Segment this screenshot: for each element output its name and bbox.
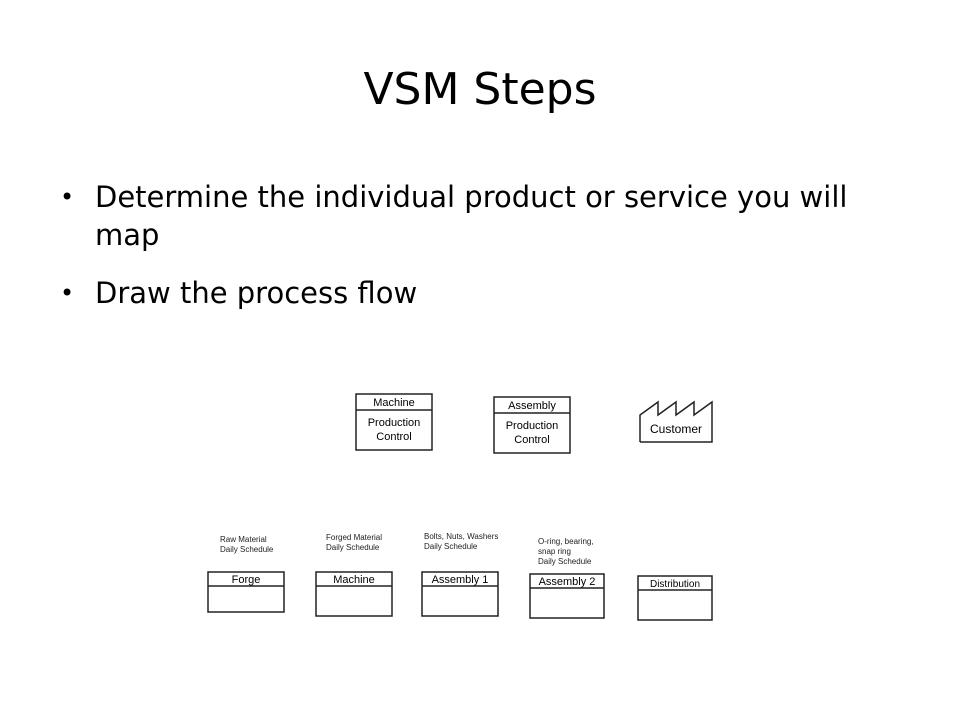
process-name: Machine — [333, 574, 375, 586]
process-note-line: Daily Schedule — [424, 542, 478, 551]
bullet-icon: • — [60, 183, 75, 211]
control-box-body-line: Production — [368, 417, 421, 429]
process-name: Assembly 2 — [539, 576, 596, 588]
bullet-icon: • — [60, 279, 75, 307]
bullet-item: • Determine the individual product or se… — [60, 178, 880, 254]
control-box-header: Machine — [373, 397, 415, 409]
process-flow-diagram: Machine Production Control Assembly Prod… — [158, 370, 768, 650]
diagram-svg: Machine Production Control Assembly Prod… — [207, 393, 713, 621]
bullet-text: Determine the individual product or serv… — [95, 180, 848, 252]
process-box-assembly-1: Assembly 1 — [421, 571, 499, 617]
process-note-line: snap ring — [538, 547, 571, 556]
control-box-body-line: Control — [376, 431, 411, 443]
process-note-line: Forged Material — [326, 533, 382, 542]
bullet-item: • Draw the process flow — [60, 274, 880, 312]
process-name: Distribution — [650, 579, 700, 590]
process-box-distribution: Distribution — [637, 575, 713, 621]
process-note-line: Raw Material — [220, 535, 267, 544]
machine-production-control-box: Machine Production Control — [355, 393, 433, 451]
process-note-line: O-ring, bearing, — [538, 537, 594, 546]
process-note-line: Daily Schedule — [538, 557, 592, 566]
customer-label: Customer — [650, 422, 702, 436]
bullet-text: Draw the process flow — [95, 276, 418, 310]
process-box-machine: Machine — [315, 571, 393, 617]
slide-title: VSM Steps — [363, 64, 597, 115]
control-box-body-line: Production — [506, 420, 559, 432]
assembly-production-control-box: Assembly Production Control — [493, 396, 571, 454]
control-box-body-line: Control — [514, 434, 549, 446]
bullet-list: • Determine the individual product or se… — [60, 178, 880, 332]
process-box-assembly-2: Assembly 2 — [529, 573, 605, 619]
process-note-line: Bolts, Nuts, Washers — [424, 532, 498, 541]
process-note-line: Daily Schedule — [220, 545, 274, 554]
control-box-header: Assembly — [508, 400, 556, 412]
process-name: Forge — [232, 574, 261, 586]
process-box-forge: Forge — [207, 571, 285, 613]
customer-factory-icon: Customer — [639, 400, 713, 443]
process-name: Assembly 1 — [432, 574, 489, 586]
process-note-line: Daily Schedule — [326, 543, 380, 552]
